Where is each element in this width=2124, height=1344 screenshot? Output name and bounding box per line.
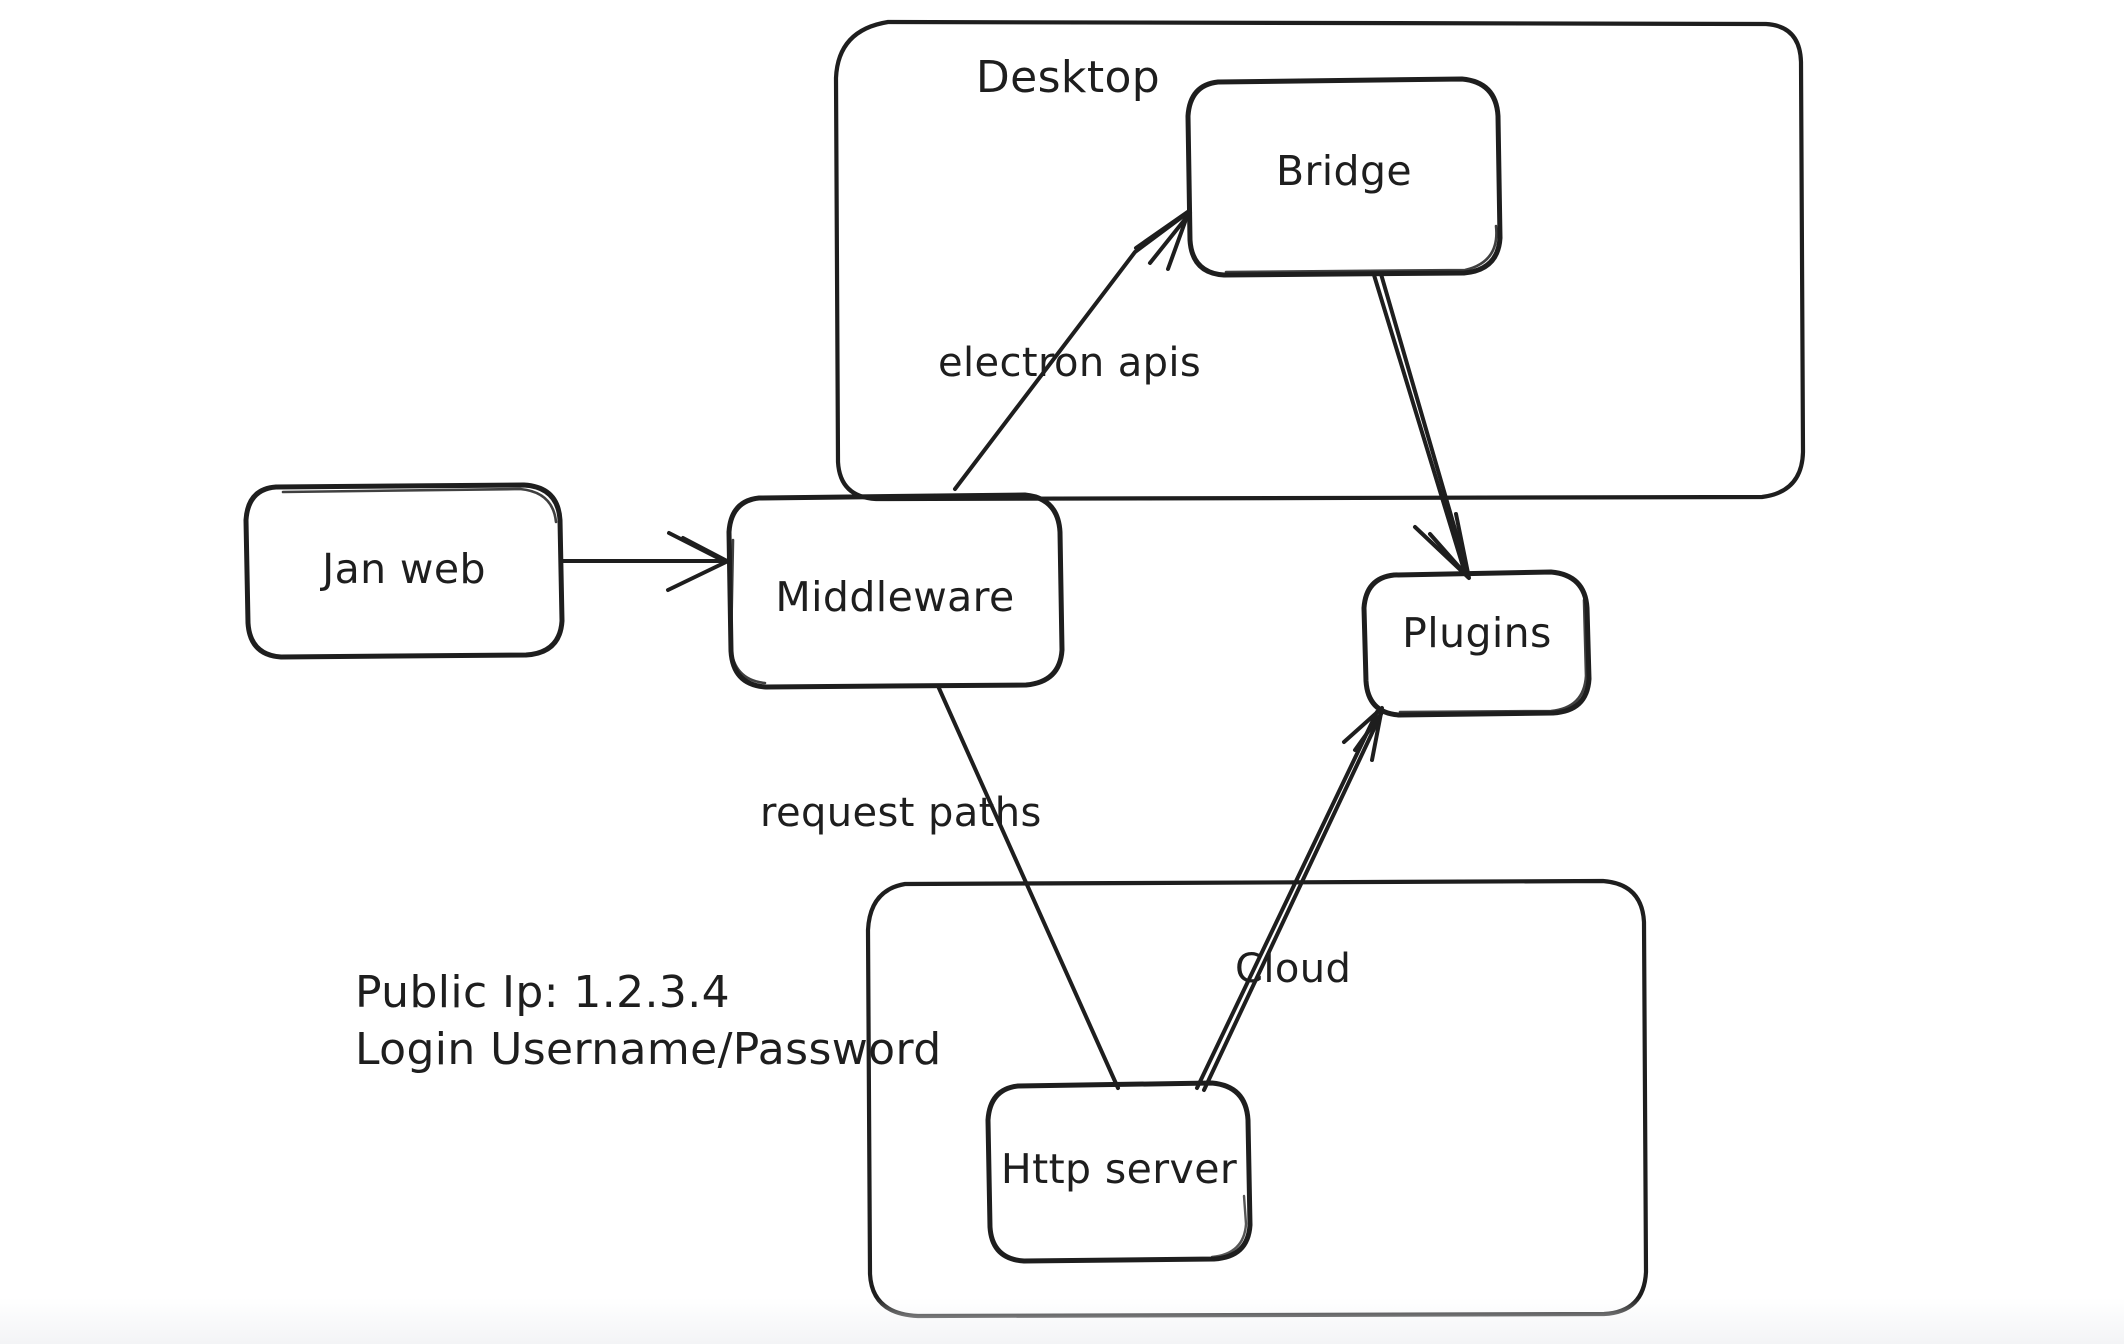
node-http-server[interactable]: Http server (985, 1080, 1253, 1264)
edge-line-double (1202, 712, 1383, 1092)
node-label-jan-web: Jan web (319, 545, 486, 593)
node-outline (1361, 569, 1592, 718)
node-label-http-server: Http server (1001, 1145, 1237, 1193)
node-outline (726, 492, 1065, 690)
group-desktop[interactable]: Desktop (833, 19, 1806, 502)
node-label-bridge: Bridge (1276, 147, 1412, 195)
group-label-desktop: Desktop (976, 52, 1160, 103)
arrow-head-accent (1148, 211, 1192, 265)
arrow-head-accent (681, 536, 729, 563)
node-outline-sketch-pass (1224, 224, 1498, 274)
node-plugins[interactable]: Plugins (1361, 569, 1592, 718)
node-outline (243, 482, 565, 660)
node-outline-sketch-pass (1210, 1194, 1248, 1259)
edge-label-cloud: Cloud (1235, 946, 1351, 992)
edge-middleware-to-http-server[interactable]: request paths (760, 684, 1120, 1090)
edge-line (936, 684, 1120, 1090)
node-outline (985, 1080, 1253, 1264)
arrow-head-accent (1428, 532, 1470, 579)
node-label-plugins: Plugins (1402, 609, 1552, 657)
note-connection-info[interactable]: Public Ip: 1.2.3.4 Login Username/Passwo… (355, 967, 942, 1075)
node-label-middleware: Middleware (775, 573, 1014, 621)
edge-http-server-to-plugins[interactable]: Cloud (1195, 706, 1385, 1092)
edge-line (1372, 273, 1467, 575)
edge-middleware-to-bridge[interactable]: electron apis (938, 209, 1201, 491)
node-outline-sketch-pass (281, 487, 558, 524)
arrow-head-accent (1353, 709, 1385, 752)
edge-line (1195, 710, 1379, 1090)
note-line-login: Login Username/Password (355, 1024, 942, 1075)
node-bridge[interactable]: Bridge (1185, 76, 1503, 278)
node-outline-sketch-pass (729, 538, 767, 685)
node-middleware[interactable]: Middleware (726, 492, 1065, 690)
node-jan-web[interactable]: Jan web (243, 482, 565, 660)
node-outline (1185, 76, 1503, 278)
note-line-public-ip: Public Ip: 1.2.3.4 (355, 967, 730, 1018)
edge-label-request-paths: request paths (760, 790, 1042, 836)
edge-label-electron-apis: electron apis (938, 340, 1201, 386)
edge-line-double (1379, 272, 1470, 576)
edge-jan-web-to-middleware[interactable] (559, 531, 729, 592)
node-outline-sketch-pass (1398, 598, 1588, 714)
edge-bridge-to-plugins[interactable] (1372, 272, 1471, 580)
